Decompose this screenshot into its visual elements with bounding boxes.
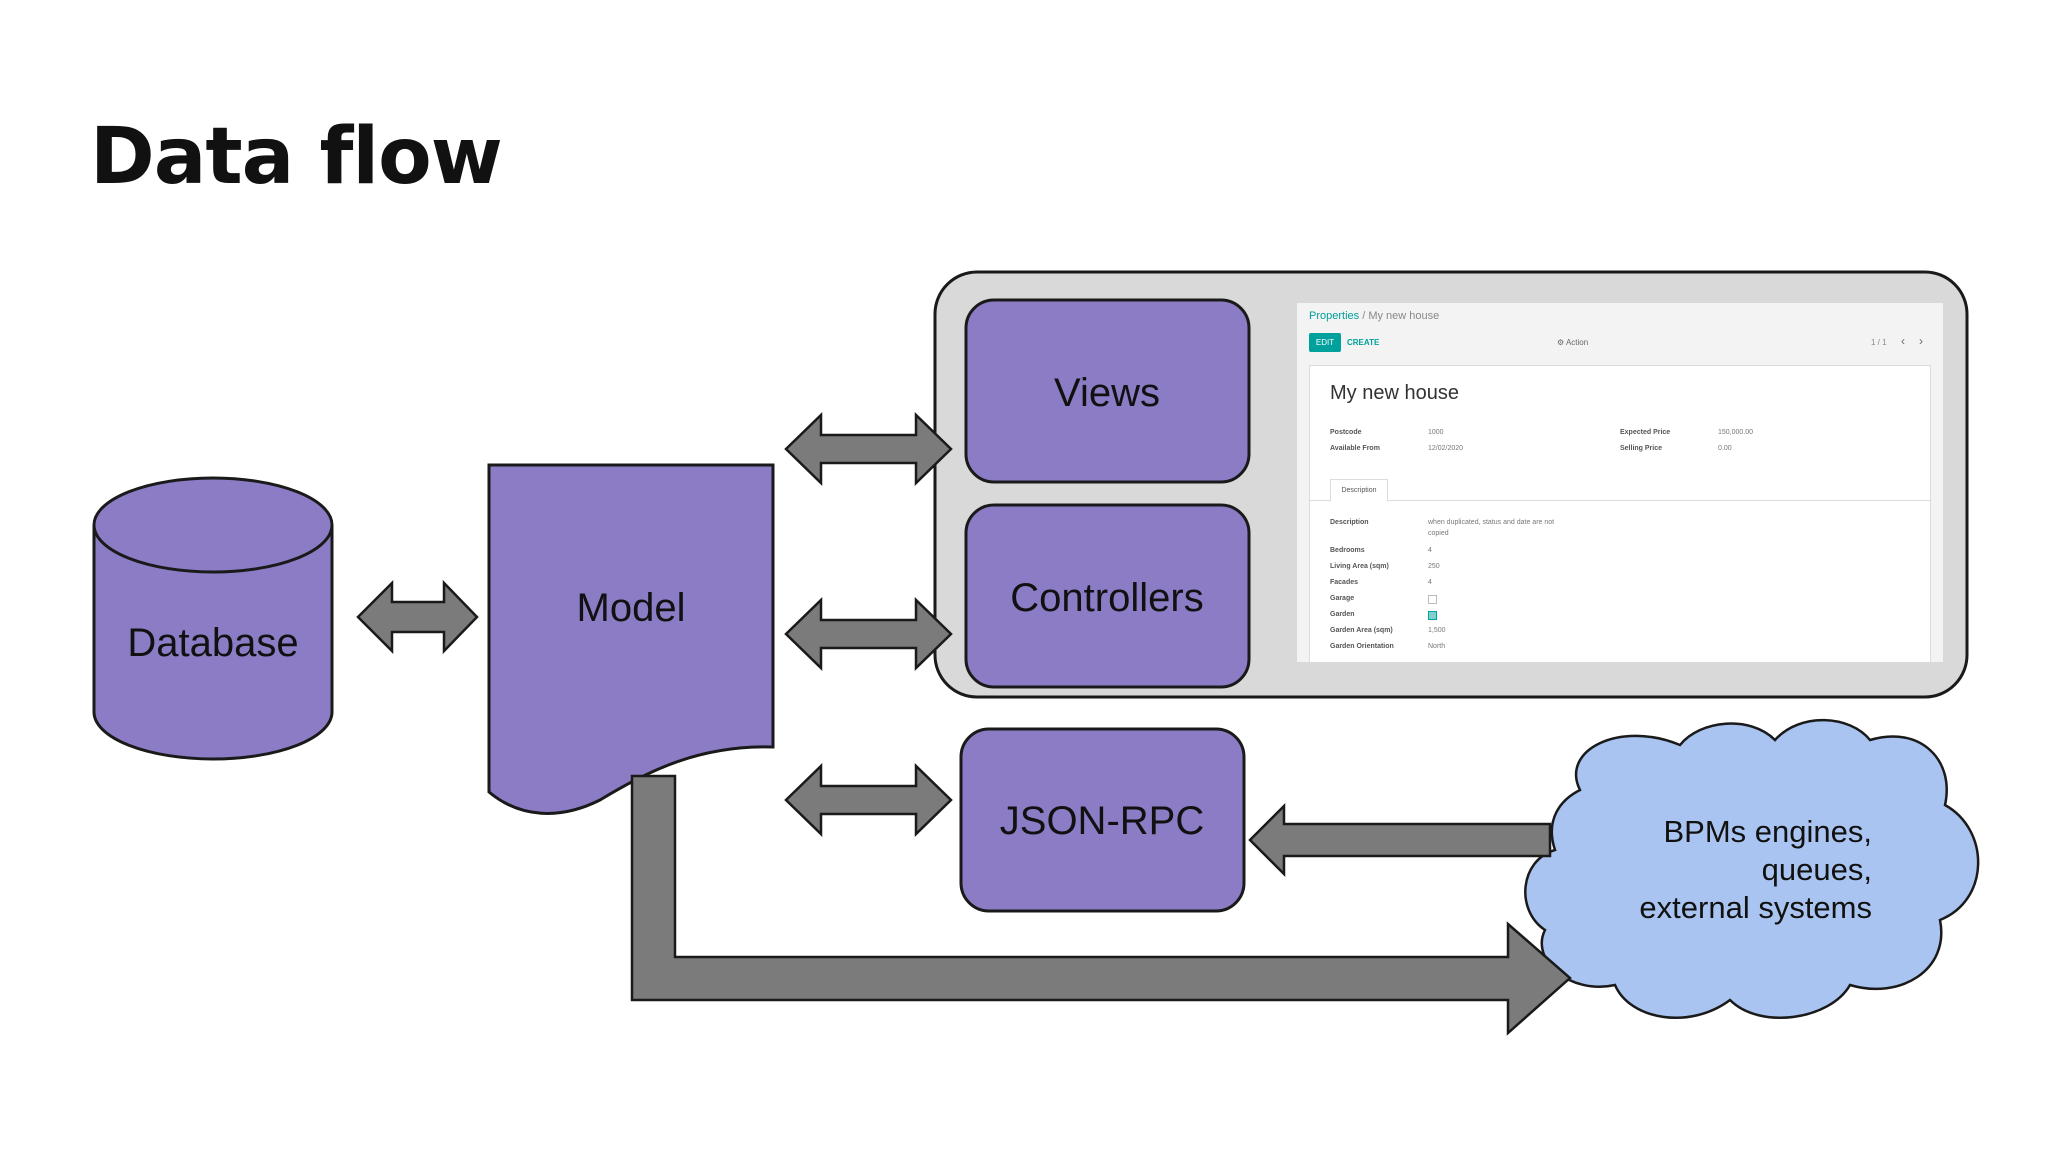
database-node: Database bbox=[92, 476, 334, 761]
description-value-line-2: copied bbox=[1428, 530, 1449, 537]
garden-orientation-value: North bbox=[1428, 643, 1446, 650]
external-systems-cloud: BPMs engines, queues, external systems bbox=[1524, 718, 1980, 1019]
jsonrpc-label: JSON-RPC bbox=[1000, 799, 1204, 843]
postcode-label: Postcode bbox=[1330, 429, 1362, 436]
jsonrpc-node: JSON-RPC bbox=[959, 727, 1246, 913]
garden-area-label: Garden Area (sqm) bbox=[1330, 627, 1393, 634]
breadcrumb-current: My new house bbox=[1368, 310, 1440, 322]
pager-counter: 1 / 1 bbox=[1871, 338, 1887, 347]
arrow-model-views bbox=[784, 412, 953, 486]
selling-price-value: 0.00 bbox=[1718, 445, 1732, 452]
breadcrumb-separator: / bbox=[1362, 310, 1366, 322]
garage-checkbox[interactable] bbox=[1428, 595, 1437, 604]
postcode-value: 1000 bbox=[1428, 429, 1444, 436]
tab-divider bbox=[1310, 500, 1930, 501]
available-from-value: 12/02/2020 bbox=[1428, 445, 1464, 452]
living-area-label: Living Area (sqm) bbox=[1330, 563, 1389, 570]
create-button[interactable]: CREATE bbox=[1347, 338, 1380, 347]
edit-button[interactable]: EDIT bbox=[1309, 333, 1341, 352]
facades-value: 4 bbox=[1428, 579, 1432, 586]
garden-orientation-label: Garden Orientation bbox=[1330, 643, 1394, 650]
expected-price-label: Expected Price bbox=[1620, 429, 1671, 436]
action-menu[interactable]: ⚙ Action bbox=[1557, 338, 1589, 347]
arrow-model-controllers bbox=[784, 597, 953, 671]
facades-label: Facades bbox=[1330, 579, 1359, 586]
views-node: Views bbox=[964, 298, 1251, 484]
bedrooms-value: 4 bbox=[1428, 547, 1432, 554]
description-value-line-1: when duplicated, status and date are not bbox=[1428, 519, 1555, 526]
arrow-model-jsonrpc bbox=[784, 763, 953, 837]
form-sheet: My new house Postcode 1000 Available Fro… bbox=[1309, 365, 1931, 662]
model-node: Model bbox=[487, 463, 775, 815]
chevron-right-icon[interactable]: › bbox=[1919, 334, 1923, 348]
model-label: Model bbox=[577, 586, 686, 630]
arrow-database-model bbox=[356, 579, 479, 655]
garden-label: Garden bbox=[1330, 611, 1355, 618]
bedrooms-label: Bedrooms bbox=[1330, 547, 1365, 554]
breadcrumb: Properties / My new house bbox=[1309, 310, 1439, 322]
garden-checkbox[interactable] bbox=[1428, 611, 1437, 620]
views-label: Views bbox=[1054, 371, 1160, 415]
external-systems-line-2: queues, bbox=[1762, 852, 1872, 887]
form-view-screenshot: Properties / My new house EDIT CREATE ⚙ … bbox=[1297, 303, 1943, 662]
garden-area-value: 1,500 bbox=[1428, 627, 1446, 634]
chevron-left-icon[interactable]: ‹ bbox=[1901, 334, 1905, 348]
description-label: Description bbox=[1330, 519, 1369, 526]
database-label: Database bbox=[127, 621, 298, 665]
external-systems-line-1: BPMs engines, bbox=[1664, 814, 1873, 849]
living-area-value: 250 bbox=[1428, 563, 1440, 570]
available-from-label: Available From bbox=[1330, 445, 1380, 452]
external-systems-line-3: external systems bbox=[1639, 890, 1872, 925]
controllers-node: Controllers bbox=[964, 503, 1251, 689]
arrow-model-external bbox=[630, 774, 1572, 1036]
tab-description[interactable]: Description bbox=[1330, 479, 1388, 502]
controllers-label: Controllers bbox=[1010, 576, 1203, 620]
record-name: My new house bbox=[1330, 382, 1459, 404]
slide-title: Data flow bbox=[90, 112, 503, 202]
breadcrumb-link[interactable]: Properties bbox=[1309, 310, 1360, 322]
arrow-external-jsonrpc bbox=[1248, 802, 1552, 878]
garage-label: Garage bbox=[1330, 595, 1355, 602]
expected-price-value: 150,000.00 bbox=[1718, 429, 1754, 436]
selling-price-label: Selling Price bbox=[1620, 445, 1663, 452]
